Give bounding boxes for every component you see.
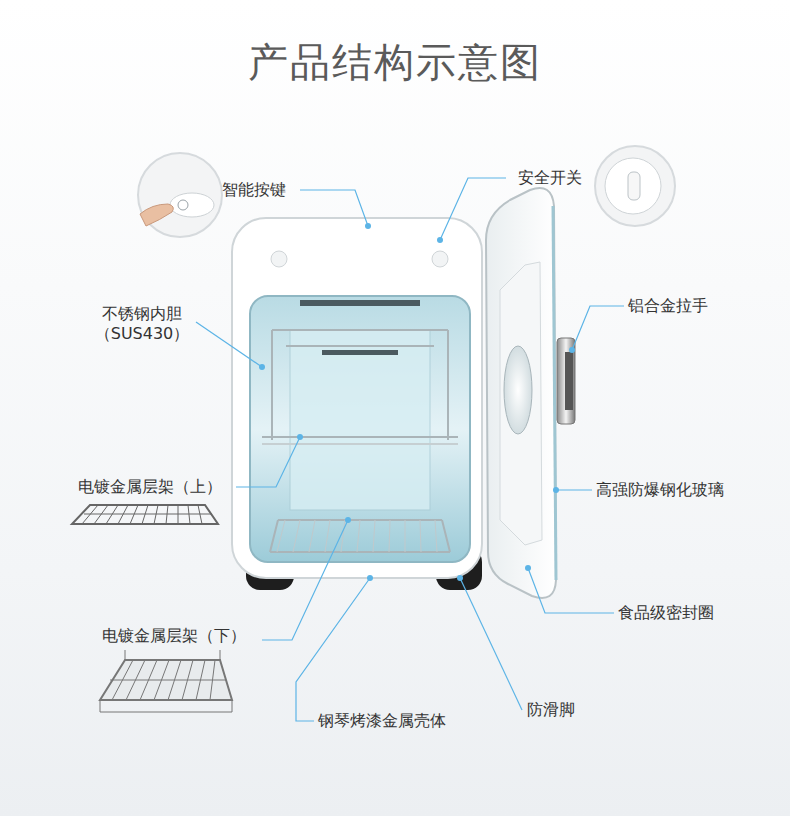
leader-lines — [196, 178, 624, 721]
leader-dots — [259, 223, 575, 581]
part-label: 防滑脚 — [527, 700, 575, 720]
part-label: 高强防爆钢化玻璃 — [596, 480, 724, 500]
lower-shelf — [100, 650, 232, 712]
part-label: 钢琴烤漆金属壳体 — [318, 711, 446, 731]
button-icon — [138, 153, 222, 237]
cabinet-body — [232, 218, 482, 578]
switch-icon — [595, 146, 675, 226]
part-label: 不锈钢内胆 （SUS430） — [94, 304, 190, 344]
part-label: 电镀金属层架（下） — [102, 626, 246, 646]
part-label: 安全开关 — [518, 168, 582, 188]
part-label: 智能按键 — [222, 180, 286, 200]
part-label: 铝合金拉手 — [628, 296, 708, 316]
diagram-title: 产品结构示意图 — [0, 38, 790, 86]
upper-shelf — [72, 505, 218, 524]
part-label: 食品级密封圈 — [618, 603, 714, 623]
open-door — [486, 188, 575, 598]
part-label: 电镀金属层架（上） — [78, 477, 222, 497]
